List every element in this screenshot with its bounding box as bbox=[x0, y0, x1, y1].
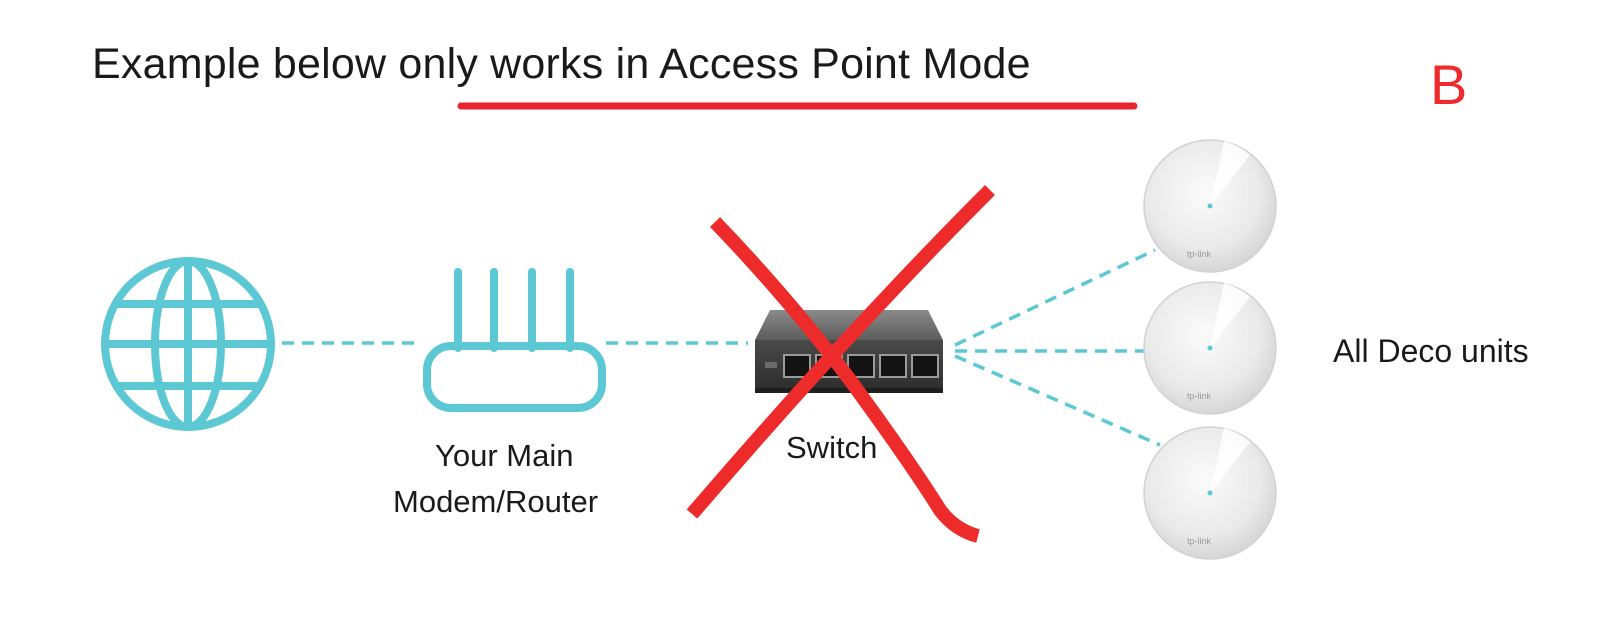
svg-text:tp-link: tp-link bbox=[1187, 249, 1212, 259]
router-label-line1: Your Main bbox=[435, 438, 574, 473]
router-label-line2: Modem/Router bbox=[393, 484, 599, 519]
deco-unit-icon: tp-link bbox=[1143, 426, 1277, 560]
router-icon bbox=[423, 268, 606, 412]
cross-out-mark bbox=[686, 185, 995, 543]
svg-text:tp-link: tp-link bbox=[1187, 391, 1212, 401]
connection-lines bbox=[282, 248, 1161, 447]
page-title: Example below only works in Access Point… bbox=[92, 40, 1031, 88]
switch-label: Switch bbox=[786, 430, 878, 465]
globe-icon bbox=[101, 257, 275, 431]
deco-units-label: All Deco units bbox=[1333, 333, 1529, 369]
link-switch-deco-bottom bbox=[954, 354, 1161, 447]
corner-letter: B bbox=[1430, 53, 1468, 116]
deco-unit-icon: tp-link bbox=[1143, 281, 1277, 415]
deco-unit-icon: tp-link bbox=[1143, 139, 1277, 273]
svg-text:tp-link: tp-link bbox=[1187, 536, 1212, 546]
link-switch-deco-top bbox=[954, 248, 1156, 347]
